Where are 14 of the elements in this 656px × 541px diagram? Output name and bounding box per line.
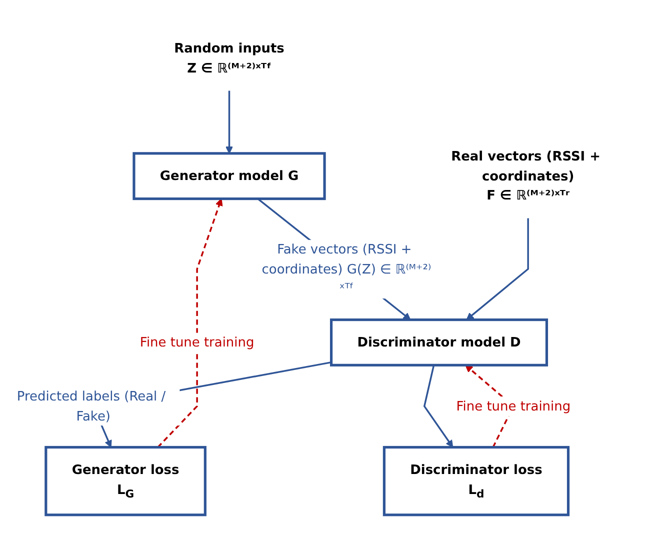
node-box: Generator model G [132,152,326,200]
edge-label: Predicted labels (Real / Fake) [16,388,166,424]
edge-label: Fine tune training [456,398,571,414]
arrow [466,218,529,320]
node-box: Generator loss L$_{G}$ [44,446,206,516]
node-box: Discriminator model D [330,318,548,367]
arrow [225,90,234,154]
node-text: Random inputs Z ∈ ℝ⁽ᴹ⁺²⁾ˣᵀᶠ [174,40,284,76]
node-text: Real vectors (RSSI + coordinates) F ∈ ℝ⁽ᴹ⁺²⁾ˣᵀʳ [451,148,600,204]
arrow [423,365,454,448]
edge-label: Fine tune training [140,334,254,350]
edge-label: Fake vectors (RSSI + coordinates) G(Z) ∈ ℝ⁽ᴹ⁺²⁾ˣᵀᶠ [262,242,432,296]
arrow [157,198,223,448]
node-box: Discriminator loss L$_{d}$ [382,446,570,516]
